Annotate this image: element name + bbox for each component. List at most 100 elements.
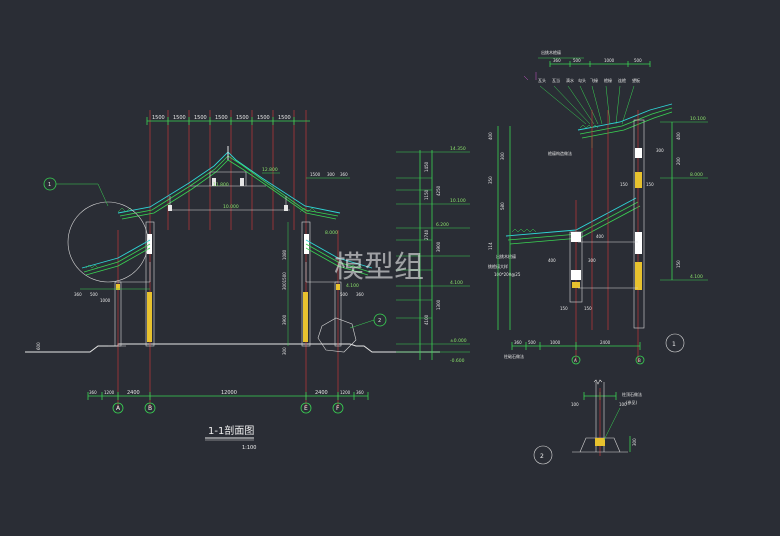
svg-text:A: A — [574, 358, 577, 363]
svg-text:1200: 1200 — [104, 390, 115, 395]
svg-text:1150: 1150 — [424, 189, 429, 200]
svg-text:3900: 3900 — [282, 314, 287, 325]
svg-text:12.800: 12.800 — [262, 167, 278, 173]
svg-text:1000: 1000 — [604, 58, 615, 63]
eave-tiles — [85, 207, 363, 269]
svg-text:1200: 1200 — [340, 390, 351, 395]
svg-text:(参见): (参见) — [626, 399, 638, 405]
svg-text:400: 400 — [596, 234, 604, 239]
svg-text:瓦头: 瓦头 — [538, 77, 546, 83]
svg-text:1500: 1500 — [257, 115, 270, 121]
svg-text:10.100: 10.100 — [690, 116, 706, 122]
svg-text:360: 360 — [553, 58, 561, 63]
svg-text:1300: 1300 — [436, 299, 441, 310]
svg-text:A: A — [116, 405, 121, 412]
svg-text:360: 360 — [514, 340, 522, 345]
column-dimensions: 1080 3001500 3900 300 — [282, 222, 289, 355]
svg-text:1500: 1500 — [278, 115, 291, 121]
svg-text:1080: 1080 — [282, 249, 287, 260]
svg-text:300: 300 — [588, 258, 596, 263]
eave-dimensions: 1500 300 360 500 360 — [306, 172, 364, 297]
svg-text:500: 500 — [573, 58, 581, 63]
svg-text:4.100: 4.100 — [450, 280, 463, 286]
svg-text:望板: 望板 — [632, 77, 640, 83]
svg-text:360: 360 — [340, 172, 348, 177]
svg-text:300: 300 — [282, 347, 287, 355]
top-dimension: 1500 1500 1500 1500 1500 1500 1500 — [146, 115, 310, 125]
svg-text:360: 360 — [356, 390, 364, 395]
svg-text:150: 150 — [560, 306, 568, 311]
svg-text:1000: 1000 — [550, 340, 561, 345]
svg-text:檐椽: 檐椽 — [604, 77, 612, 83]
svg-text:150: 150 — [584, 306, 592, 311]
svg-text:100: 100 — [571, 402, 579, 407]
svg-text:±0.000: ±0.000 — [450, 338, 467, 344]
svg-text:3900: 3900 — [436, 241, 441, 252]
svg-text:出挑木檐檩: 出挑木檐檩 — [541, 49, 561, 55]
svg-text:1500: 1500 — [152, 115, 165, 121]
svg-text:勾头: 勾头 — [578, 77, 586, 83]
svg-text:1500: 1500 — [236, 115, 249, 121]
svg-text:4.100: 4.100 — [346, 283, 359, 289]
svg-text:100: 100 — [619, 402, 627, 407]
svg-text:8.000: 8.000 — [325, 230, 338, 236]
svg-text:150: 150 — [620, 182, 628, 187]
svg-text:2400: 2400 — [315, 390, 328, 396]
svg-text:11.800: 11.800 — [213, 182, 229, 188]
axis-bubbles: A B E F — [112, 402, 344, 414]
svg-text:300: 300 — [656, 148, 664, 153]
svg-text:400: 400 — [676, 132, 681, 140]
section-title: 1-1剖面图 — [208, 424, 254, 437]
svg-text:150: 150 — [646, 182, 654, 187]
svg-text:1500: 1500 — [194, 115, 207, 121]
svg-text:柱顶石做法: 柱顶石做法 — [622, 391, 642, 397]
svg-text:2: 2 — [378, 318, 381, 324]
svg-text:连檐: 连檐 — [618, 77, 626, 83]
svg-text:14.350: 14.350 — [450, 146, 466, 152]
svg-text:3001500: 3001500 — [282, 272, 287, 290]
svg-text:2400: 2400 — [127, 390, 140, 396]
svg-text:F: F — [336, 405, 340, 412]
detail-1: 出挑木檐檩 360 500 1000 500 瓦头 瓦当 滴水 勾头 飞椽 檐椽… — [488, 49, 708, 365]
svg-text:-0.600: -0.600 — [450, 358, 465, 364]
svg-text:360: 360 — [89, 390, 97, 395]
lower-eaves — [81, 239, 373, 283]
svg-text:600: 600 — [36, 342, 41, 350]
svg-text:4.100: 4.100 — [690, 274, 703, 280]
svg-text:400: 400 — [548, 258, 556, 263]
svg-text:4100: 4100 — [424, 314, 429, 325]
svg-text:柱础石做法: 柱础石做法 — [504, 353, 524, 359]
detail-1-left-dims: 400 300 350 580 114 — [488, 126, 511, 330]
svg-text:300: 300 — [500, 152, 505, 160]
svg-text:滴水: 滴水 — [566, 77, 574, 83]
svg-text:10.100: 10.100 — [450, 198, 466, 204]
svg-text:200: 200 — [676, 157, 681, 165]
detail-1-bottom-dims: 360 500 1000 2400 柱础石做法 A B — [504, 340, 645, 365]
svg-text:B: B — [638, 358, 641, 363]
component-labels: 瓦头 瓦当 滴水 勾头 飞椽 檐椽 连檐 望板 — [523, 72, 640, 125]
svg-text:10.000: 10.000 — [223, 204, 239, 210]
svg-text:500: 500 — [634, 58, 642, 63]
svg-text:360: 360 — [356, 292, 364, 297]
bottom-dimension: 360 1200 2400 12000 2400 1200 360 — [87, 390, 369, 400]
svg-text:500: 500 — [90, 292, 98, 297]
svg-text:1500: 1500 — [173, 115, 186, 121]
svg-text:1000: 1000 — [100, 298, 111, 303]
svg-text:E: E — [304, 405, 308, 412]
detail-1-levels: 10.100 8.000 4.100 400 200 150 300 150 1… — [548, 116, 708, 311]
svg-text:8.000: 8.000 — [690, 172, 703, 178]
svg-text:300: 300 — [327, 172, 335, 177]
section-title-block: 1-1剖面图 1:100 — [205, 424, 256, 451]
right-levels: 14.350 10.100 6.200 4.100 ±0.000 -0.600 … — [396, 146, 470, 364]
svg-text:出挑木檐檩: 出挑木檐檩 — [496, 253, 516, 259]
svg-text:500: 500 — [528, 340, 536, 345]
svg-text:580: 580 — [500, 202, 505, 210]
main-roof — [117, 146, 341, 220]
section-1-1: 1 2 1500 1500 1500 1500 1500 — [25, 110, 470, 451]
svg-text:飞椽: 飞椽 — [590, 77, 598, 83]
watermark: 模型组 — [334, 250, 424, 285]
left-dimensions: 360 500 1000 600 — [36, 288, 150, 350]
svg-text:100*200@25: 100*200@25 — [494, 272, 521, 277]
section-scale: 1:100 — [242, 445, 256, 451]
